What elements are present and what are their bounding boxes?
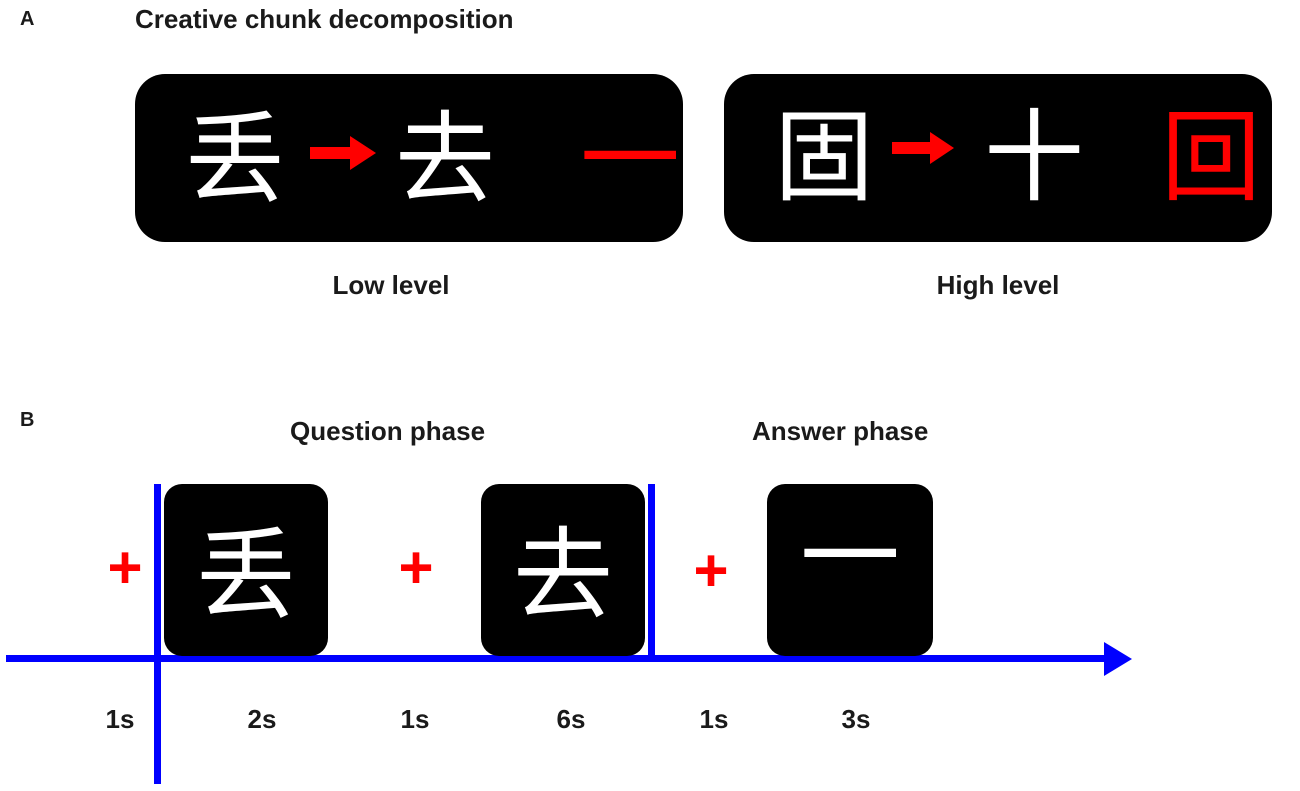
- low-level-example-box: 丢 去 一: [135, 74, 683, 242]
- fixation-cross-3: +: [693, 537, 729, 604]
- low-arrow-icon: [310, 136, 376, 170]
- low-chunk-character: 一: [580, 101, 680, 218]
- duration-fixation-2: 1s: [400, 704, 430, 734]
- duration-fixation-1: 1s: [105, 704, 135, 734]
- high-arrow-icon: [892, 132, 954, 164]
- panel-a-title: Creative chunk decomposition: [135, 4, 514, 34]
- duration-fixation-3: 1s: [699, 704, 729, 734]
- low-level-label: Low level: [332, 270, 450, 300]
- question-phase-end-line: [648, 484, 655, 662]
- duration-solution: 6s: [556, 704, 586, 734]
- fixation-cross-2: +: [398, 534, 434, 601]
- question-stimulus-character: 丢: [196, 517, 296, 634]
- timeline-axis: [6, 655, 1110, 662]
- question-phase-start-line: [154, 484, 161, 784]
- answer-stimulus-box: 一: [767, 484, 933, 656]
- question-stimulus-box: 丢: [164, 484, 328, 656]
- answer-stimulus-character: 一: [800, 499, 900, 616]
- high-chunk-character: 回: [1161, 99, 1261, 216]
- timeline-arrowhead-icon: [1104, 642, 1132, 676]
- answer-phase-label: Answer phase: [752, 416, 929, 446]
- high-result-character: 十: [984, 99, 1084, 216]
- high-level-label: High level: [936, 270, 1060, 300]
- panel-a-letter: A: [20, 8, 35, 30]
- low-result-character: 去: [395, 101, 495, 218]
- solution-stimulus-character: 去: [513, 517, 613, 634]
- question-phase-label: Question phase: [290, 416, 486, 446]
- duration-question: 2s: [247, 704, 277, 734]
- solution-stimulus-box: 去: [481, 484, 645, 656]
- panel-b-letter: B: [20, 409, 35, 431]
- duration-answer: 3s: [841, 704, 871, 734]
- high-level-example-box: 固 十 回: [724, 74, 1272, 242]
- fixation-cross-1: +: [107, 534, 143, 601]
- high-source-character: 固: [774, 99, 874, 216]
- low-source-character: 丢: [185, 101, 285, 218]
